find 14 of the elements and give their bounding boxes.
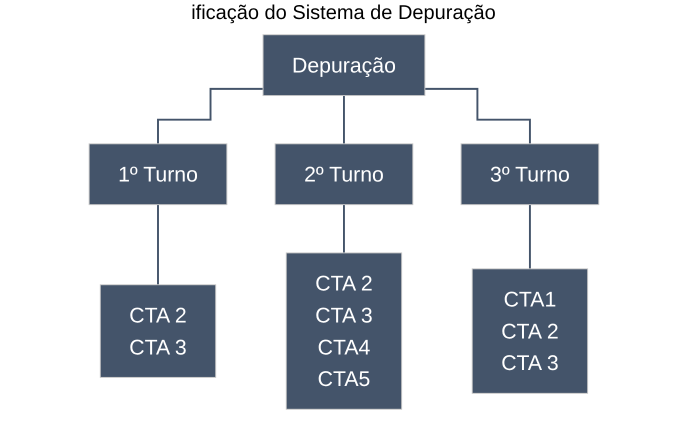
connector <box>342 94 344 145</box>
connector <box>156 88 263 145</box>
connector <box>342 204 344 254</box>
node-box: 3º Turno <box>460 143 599 206</box>
connector <box>528 204 530 270</box>
connector <box>156 204 158 286</box>
connector <box>424 88 530 145</box>
node-box: 1º Turno <box>88 143 227 206</box>
node-box: CTA 2 CTA 3 CTA4 CTA5 <box>285 252 402 410</box>
node-box: CTA 2 CTA 3 <box>99 284 216 378</box>
diagram-title: ificação do Sistema de Depuração <box>190 2 497 25</box>
node-box: Depuração <box>262 34 425 96</box>
node-box: CTA1 CTA 2 CTA 3 <box>471 268 588 394</box>
node-box: 2º Turno <box>274 143 413 206</box>
